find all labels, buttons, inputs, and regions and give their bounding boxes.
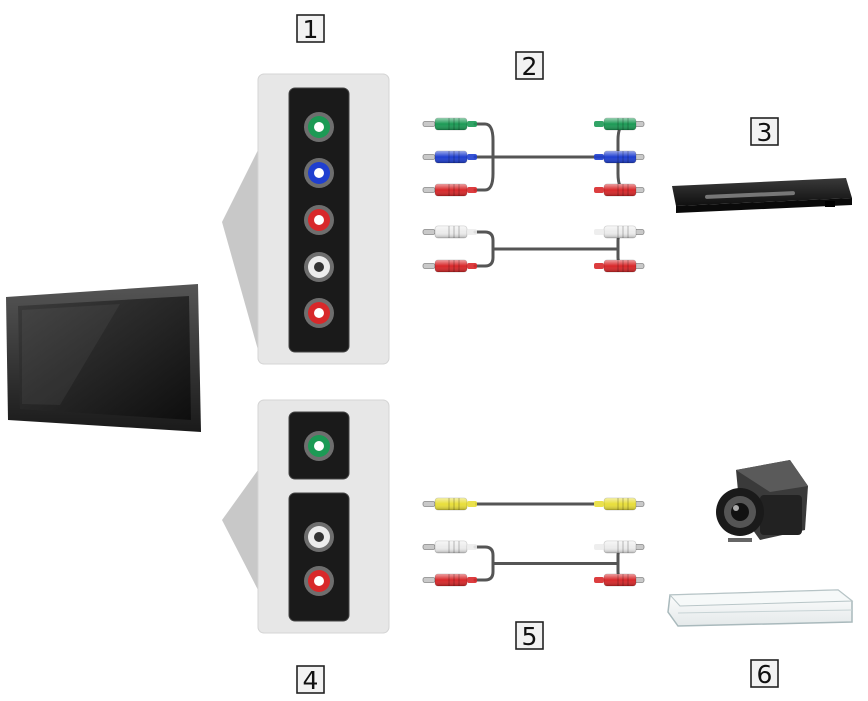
label-6-box: 6 (750, 659, 779, 689)
socket-blue (304, 158, 334, 188)
socket-red (304, 298, 334, 328)
panel-callout-top (222, 150, 258, 350)
terminal-panel-top (257, 73, 390, 365)
socket-green (304, 431, 334, 461)
audio-cable-set-top (422, 225, 645, 273)
component-cable-set (422, 117, 645, 197)
label-1: 1 (303, 15, 319, 44)
rca-plug (594, 573, 645, 587)
rca-plug (594, 225, 645, 239)
panel-callout-bottom (222, 470, 258, 590)
socket-red (304, 205, 334, 235)
dvd-player-icon (672, 178, 852, 213)
label-2: 2 (522, 52, 538, 81)
terminal-panel-bottom (257, 399, 390, 634)
rca-plug (422, 150, 477, 164)
audio-cable-set-bottom (422, 540, 645, 587)
rca-plug (422, 183, 477, 197)
rca-plug (422, 540, 477, 554)
set-top-box-icon (667, 589, 854, 627)
socket-white (304, 522, 334, 552)
label-3-box: 3 (750, 117, 779, 147)
socket-red (304, 566, 334, 596)
label-5: 5 (522, 622, 538, 651)
rca-plug (594, 117, 645, 131)
tv-icon (6, 284, 201, 432)
label-5-box: 5 (515, 621, 544, 651)
label-6: 6 (757, 660, 773, 689)
label-4: 4 (303, 666, 319, 695)
label-4-box: 4 (296, 665, 325, 695)
rca-plug (594, 183, 645, 197)
label-1-box: 1 (296, 14, 325, 44)
rca-plug (594, 540, 645, 554)
camcorder-icon (716, 460, 808, 542)
rca-plug (422, 117, 477, 131)
label-2-box: 2 (515, 51, 544, 81)
rca-plug (422, 225, 477, 239)
rca-plug (594, 259, 645, 273)
rca-plug (594, 497, 645, 511)
rca-plug (594, 150, 645, 164)
rca-plug (422, 573, 477, 587)
rca-plug (422, 259, 477, 273)
rca-plug (422, 497, 477, 511)
socket-white (304, 252, 334, 282)
label-3: 3 (757, 118, 773, 147)
socket-green (304, 112, 334, 142)
composite-video-cable (422, 497, 645, 511)
